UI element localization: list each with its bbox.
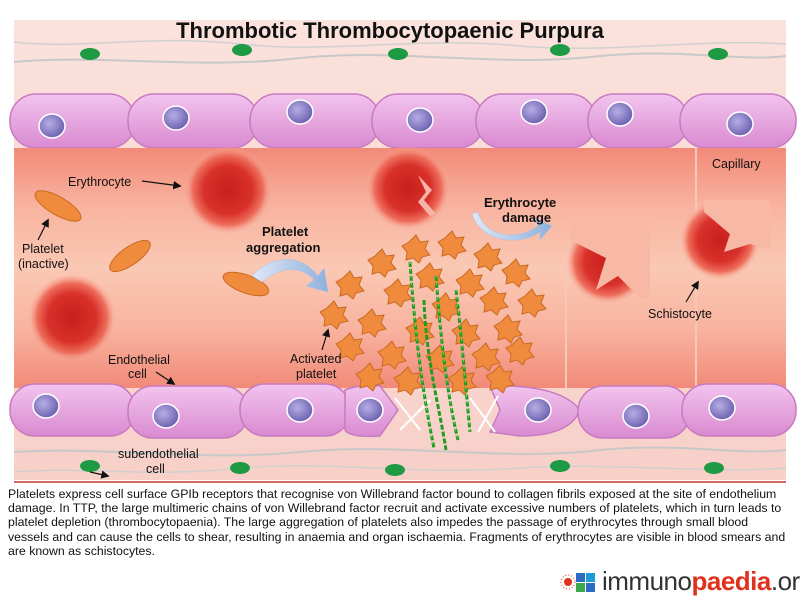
fragmenting-erythrocyte [566, 220, 650, 304]
logo-text: immunopaedia.org [602, 566, 800, 596]
subendothelial-nucleus [232, 44, 252, 56]
inactive-platelet [222, 271, 270, 297]
subendothelial-nucleus [550, 460, 570, 472]
endothelial-nucleus [286, 397, 314, 423]
subendothelial-cell-label: subendothelial [118, 447, 199, 461]
subendothelial-cell-label-line2: cell [146, 462, 165, 476]
endothelial-nucleus [726, 111, 754, 137]
platelet-inactive-label-line2: (inactive) [18, 257, 69, 271]
bottom-endothelium [9, 383, 797, 439]
endothelial-nucleus [286, 99, 314, 125]
platelet-aggregation-label: Platelet [262, 224, 309, 239]
erythrocyte-damage-label-line2: damage [502, 210, 551, 225]
activated-platelet-label-line2: platelet [296, 367, 337, 381]
endothelial-nucleus [708, 395, 736, 421]
erythrocyte-damage-arrow [471, 211, 553, 241]
inactive-platelet [109, 239, 151, 273]
subendothelial-nucleus [230, 462, 250, 474]
endothelial-nucleus [606, 101, 634, 127]
subendothelial-nucleus [80, 460, 100, 472]
subendothelial-nucleus [385, 464, 405, 476]
erythrocyte-damage-label: Erythrocyte [484, 195, 556, 210]
subendothelial-nucleus [388, 48, 408, 60]
caption: Platelets express cell surface GPIb rece… [8, 487, 786, 558]
capillary-label: Capillary [712, 157, 761, 171]
erythrocyte-label: Erythrocyte [68, 175, 131, 189]
schistocyte-label: Schistocyte [648, 307, 712, 321]
activated-platelet-label: Activated [290, 352, 341, 366]
endothelial-nucleus [356, 397, 384, 423]
page-title: Thrombotic Thrombocytopaenic Purpura [176, 18, 605, 43]
subendothelial-nucleus [708, 48, 728, 60]
endothelial-nucleus [524, 397, 552, 423]
subendothelial-nucleus [550, 44, 570, 56]
cube-logo-icon [560, 573, 595, 592]
inactive-platelet [34, 190, 82, 222]
platelet-aggregation-arrow [251, 259, 329, 293]
endothelial-nucleus [406, 107, 434, 133]
platelet-aggregation-label-line2: aggregation [246, 240, 320, 255]
erythrocyte [28, 274, 116, 362]
endothelial-nucleus [152, 403, 180, 429]
endothelial-cell-label: Endothelial [108, 353, 170, 367]
erythrocyte [184, 146, 272, 234]
subendothelial-nucleus [80, 48, 100, 60]
top-endothelium [9, 93, 797, 149]
endothelial-nucleus [162, 105, 190, 131]
top-subendothelial-layer [13, 39, 787, 64]
endothelial-nucleus [32, 393, 60, 419]
immunopaedia-logo: immunopaedia.org [560, 565, 800, 599]
endothelial-nucleus [622, 403, 650, 429]
endothelial-nucleus [38, 113, 66, 139]
bottom-subendothelial-layer [13, 446, 787, 476]
subendothelial-nucleus [704, 462, 724, 474]
platelet-inactive-label: Platelet [22, 242, 64, 256]
schistocyte [680, 200, 770, 280]
endothelial-cell-label-line2: cell [128, 367, 147, 381]
damaged-erythrocyte [366, 146, 450, 230]
endothelial-nucleus [520, 99, 548, 125]
